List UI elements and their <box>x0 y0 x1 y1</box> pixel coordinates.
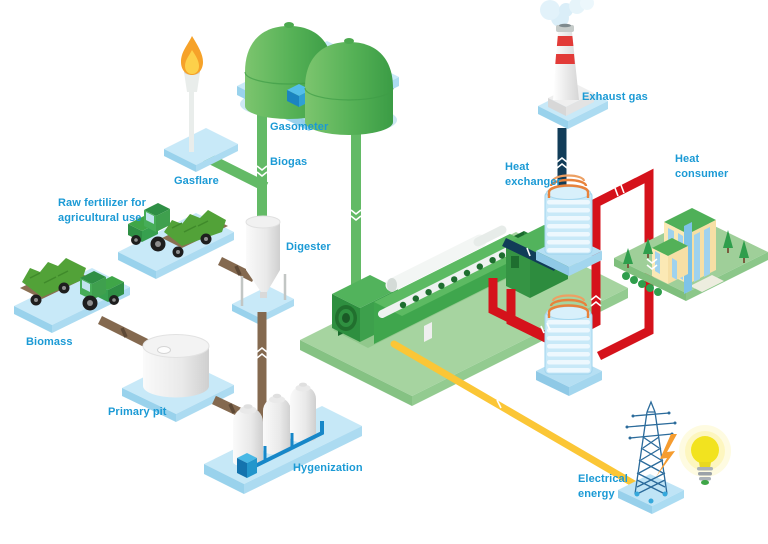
label-electrical-energy: Electrical energy <box>578 473 628 500</box>
heat-consumer-building-icon <box>614 208 768 301</box>
hygenization-pump-icon <box>237 453 257 478</box>
label-primary-pit: Primary pit <box>108 406 167 418</box>
lightning-bolt-icon <box>656 434 677 477</box>
tree-icon <box>622 230 749 296</box>
label-biogas: Biogas <box>270 156 308 168</box>
hygenization-unit-icon <box>204 382 362 494</box>
exhaust-pipe <box>557 128 567 196</box>
label-heat-exchanger: Heat exchanger <box>505 161 561 188</box>
flow-direction-marks <box>256 156 658 409</box>
primary-pit-icon <box>122 334 234 422</box>
label-gasflare: Gasflare <box>174 175 219 187</box>
digester-icon <box>232 215 294 324</box>
gasflare-icon <box>164 36 238 172</box>
power-line <box>390 340 640 489</box>
biomass-truck-icon <box>14 258 130 333</box>
gasometer-icon <box>237 22 399 135</box>
pipe-joint-bands <box>120 265 242 414</box>
label-gasometer: Gasometer <box>270 121 329 133</box>
label-biomass: Biomass <box>26 336 73 348</box>
label-exhaust-gas: Exhaust gas <box>582 91 648 103</box>
fertilizer-tractor-icon <box>118 203 234 279</box>
label-raw-fertilizer: Raw fertilizer for agricultural use <box>58 197 146 224</box>
heat-exchanger-top-icon <box>534 174 604 278</box>
power-pylon-icon <box>618 400 684 514</box>
label-heat-consumer: Heat consumer <box>675 153 729 180</box>
light-bulb-icon <box>679 425 731 485</box>
label-digester: Digester <box>286 241 331 253</box>
label-hygenization: Hygenization <box>293 462 363 474</box>
chimney-icon <box>538 23 608 129</box>
smoke-icon <box>540 0 594 27</box>
